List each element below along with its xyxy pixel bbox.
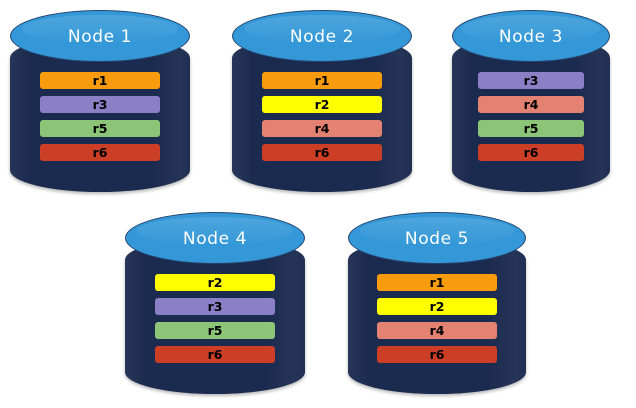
replica-bar[interactable]: r6 [155, 346, 275, 363]
replica-bar[interactable]: r1 [377, 274, 497, 291]
replica-bar[interactable]: r5 [155, 322, 275, 339]
replica-bar[interactable]: r2 [155, 274, 275, 291]
replica-bar[interactable]: r3 [155, 298, 275, 315]
cylinder-top-gloss [359, 217, 515, 245]
replica-bar[interactable]: r6 [478, 144, 584, 161]
replica-bar[interactable]: r4 [478, 96, 584, 113]
cylinder-top-disc [125, 212, 305, 264]
replica-bar[interactable]: r5 [478, 120, 584, 137]
replica-bar[interactable]: r5 [40, 120, 160, 137]
replica-stack: r1 r3 r5 r6 [10, 72, 190, 161]
cylinder-top-gloss [462, 15, 600, 43]
replica-bar[interactable]: r6 [377, 346, 497, 363]
replica-bar[interactable]: r4 [262, 120, 382, 137]
replica-bar[interactable]: r4 [377, 322, 497, 339]
replica-stack: r1 r2 r4 r6 [348, 274, 526, 363]
cylinder-top-gloss [243, 15, 401, 43]
cylinder-top-disc [232, 10, 412, 62]
replica-stack: r1 r2 r4 r6 [232, 72, 412, 161]
replica-bar[interactable]: r3 [40, 96, 160, 113]
replica-bar[interactable]: r2 [377, 298, 497, 315]
replica-bar[interactable]: r2 [262, 96, 382, 113]
cylinder-top-gloss [136, 217, 294, 245]
replica-bar[interactable]: r1 [262, 72, 382, 89]
replica-bar[interactable]: r3 [478, 72, 584, 89]
replica-bar[interactable]: r1 [40, 72, 160, 89]
cylinder-top-gloss [21, 15, 179, 43]
replica-stack: r2 r3 r5 r6 [125, 274, 305, 363]
replica-stack: r3 r4 r5 r6 [452, 72, 610, 161]
cylinder-top-disc [452, 10, 610, 62]
replica-bar[interactable]: r6 [262, 144, 382, 161]
cylinder-top-disc [348, 212, 526, 264]
replica-bar[interactable]: r6 [40, 144, 160, 161]
cylinder-top-disc [10, 10, 190, 62]
